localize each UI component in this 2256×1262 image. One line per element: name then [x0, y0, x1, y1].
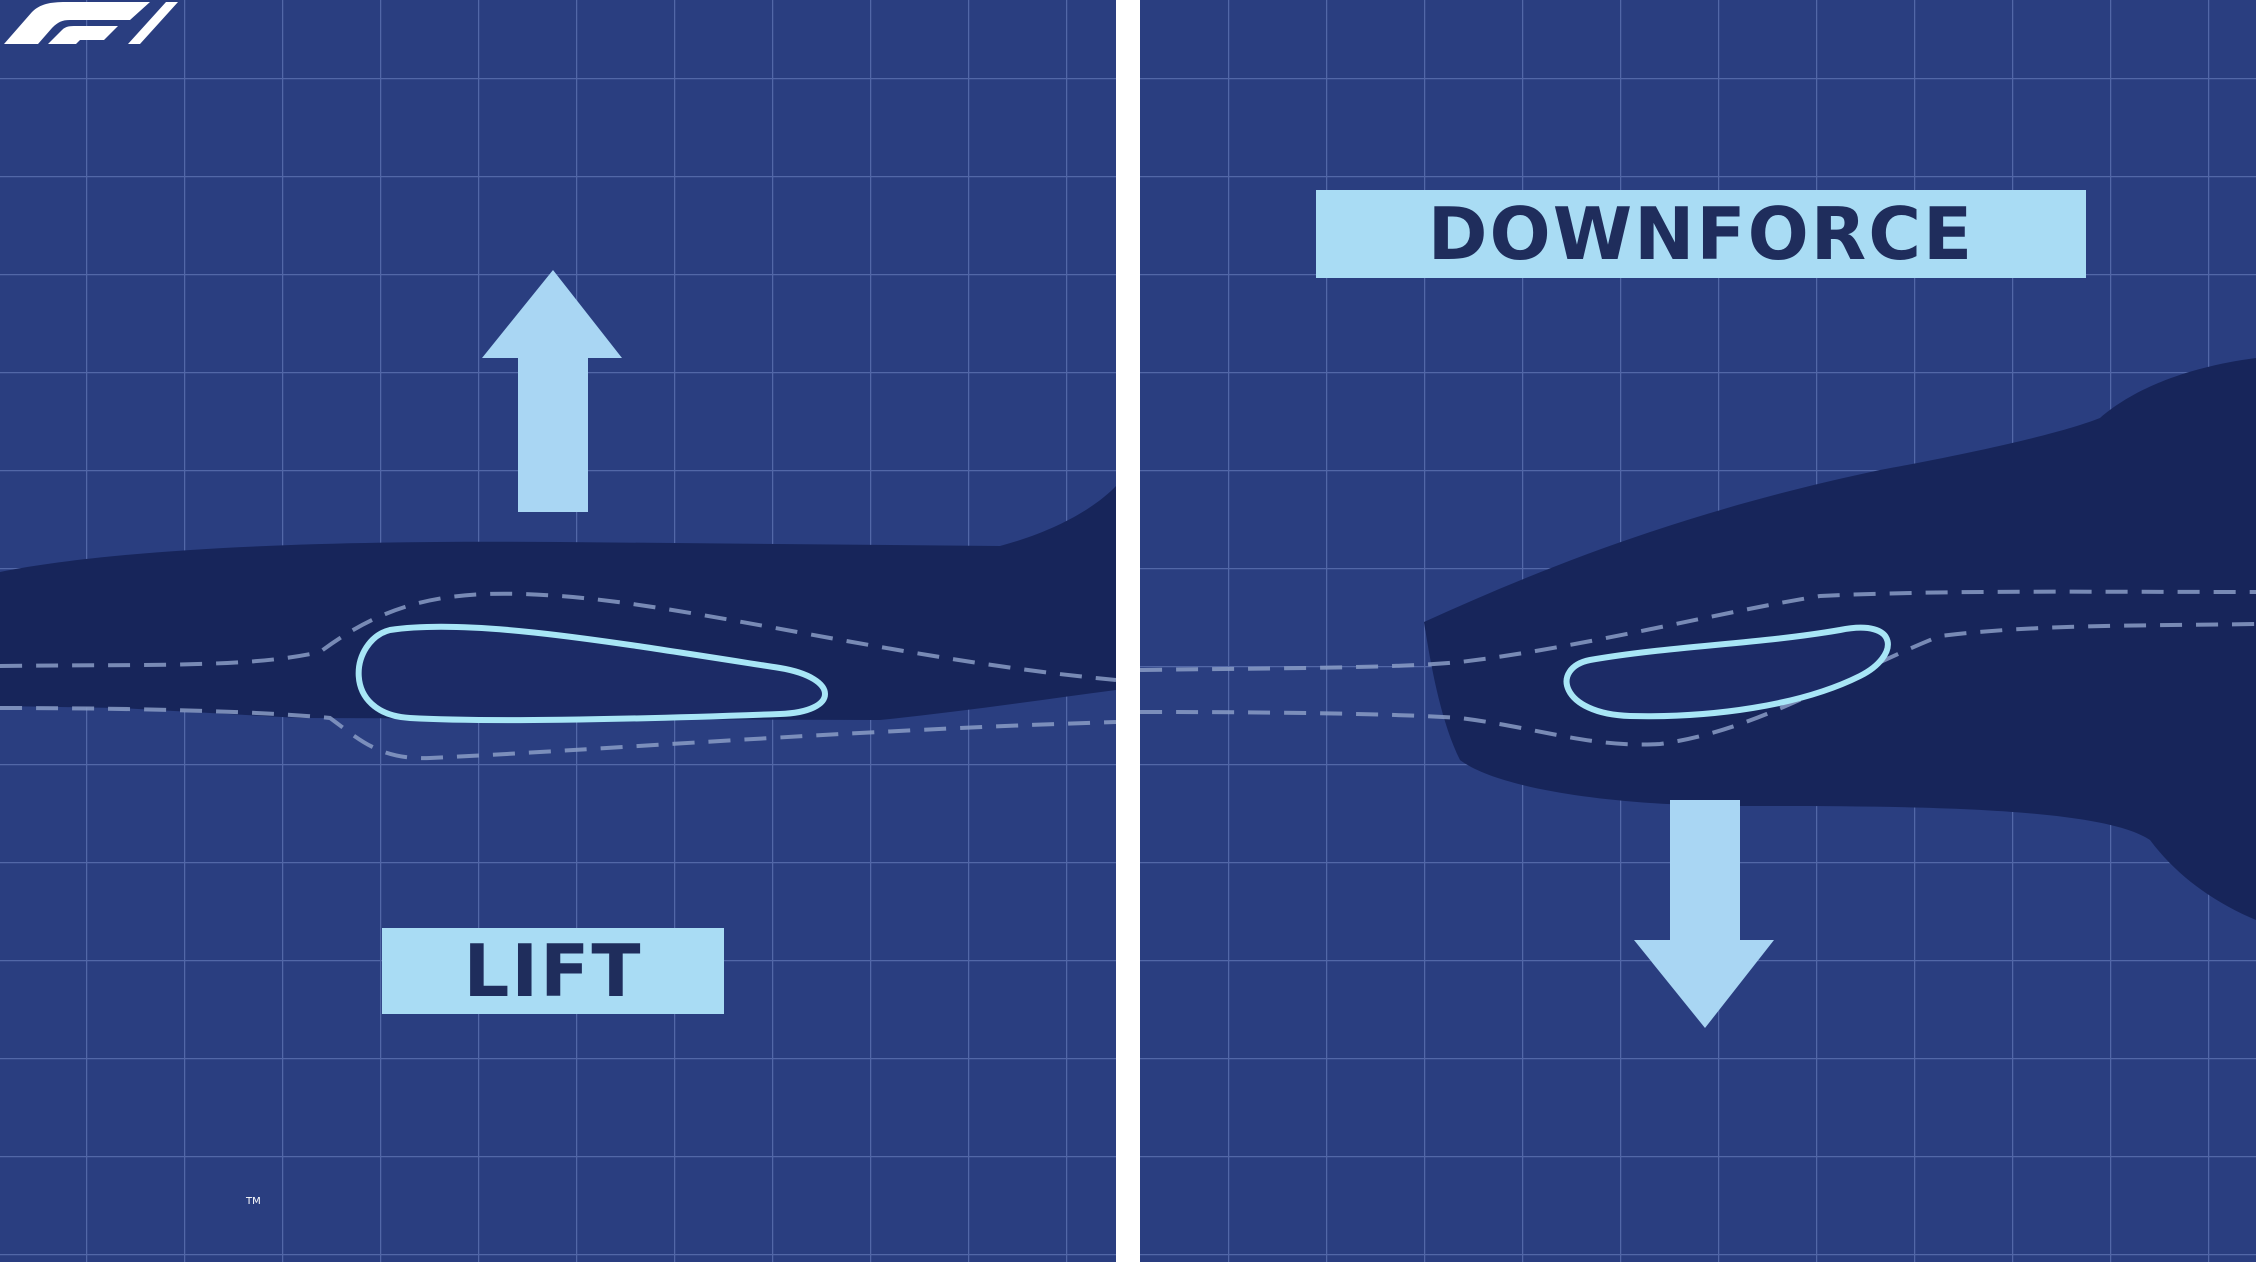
downforce-panel: DOWNFORCE: [1140, 0, 2256, 1262]
logo-trademark: TM: [246, 1196, 261, 1207]
panel-divider: [1116, 0, 1140, 1262]
airflow-lines: [1140, 589, 2256, 747]
f1-logo: [4, 2, 178, 44]
airfoil-outline: [355, 623, 828, 724]
airfoil-outline: [1563, 624, 1891, 720]
lift-diagram: [0, 0, 1116, 1262]
lift-label: LIFT: [382, 928, 724, 1014]
downforce-arrow-down: [1634, 800, 1774, 1028]
lift-panel: LIFT TM: [0, 0, 1116, 1262]
car-body-silhouette: [0, 486, 1116, 720]
downforce-label: DOWNFORCE: [1316, 190, 2086, 278]
lift-arrow-up: [482, 270, 622, 512]
airflow-lines: [0, 591, 1116, 761]
